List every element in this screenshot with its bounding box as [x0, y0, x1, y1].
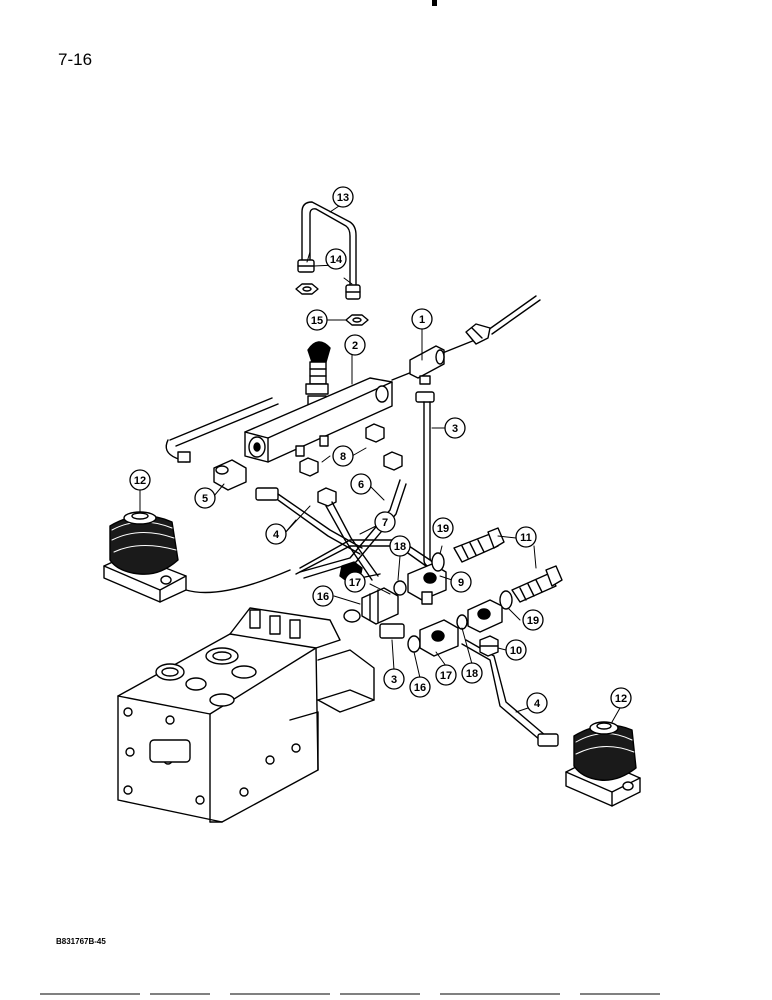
callout-12-left-circle: [129, 469, 151, 491]
callout-12-right: 12: [615, 693, 627, 705]
callout-12-right-circle: [610, 687, 632, 709]
callout-17-upper-circle: [344, 571, 366, 593]
fittings-8: [299, 423, 403, 507]
callout-4-left-circle: [265, 523, 287, 545]
left-brake-line: [165, 397, 279, 463]
elbow-5: [213, 459, 247, 491]
callout-8-circle: [332, 445, 354, 467]
callout-4-right-circle: [526, 692, 548, 714]
callout-5-circle: [194, 487, 216, 509]
callout-circles: [129, 186, 632, 714]
callout-15: 15: [311, 315, 323, 327]
callout-8: 8: [340, 451, 346, 463]
callout-16-upper-circle: [312, 585, 334, 607]
callout-11: 11: [520, 532, 532, 544]
o-rings-19: [431, 552, 513, 610]
tube-3-upper: [415, 391, 437, 569]
callout-6: 6: [358, 479, 364, 491]
callout-13-circle: [332, 186, 354, 208]
callout-2: 2: [352, 340, 358, 352]
tube-4-lower: [461, 639, 559, 747]
fittings-11: [453, 527, 563, 603]
callout-14-circle: [325, 248, 347, 270]
callout-10-circle: [505, 639, 527, 661]
callout-19-lower: 19: [527, 615, 539, 627]
callout-2-circle: [344, 334, 366, 356]
callout-19-upper: 19: [437, 523, 449, 535]
callout-1-circle: [411, 308, 433, 330]
callout-19-upper-circle: [432, 517, 454, 539]
callout-3-lower-circle: [383, 668, 405, 690]
callout-9-circle: [450, 571, 472, 593]
callout-13: 13: [337, 192, 349, 204]
callout-10: 10: [510, 645, 522, 657]
brake-cylinder-left-12: [103, 511, 291, 603]
callout-17-lower: 17: [440, 670, 452, 682]
callout-7-circle: [374, 511, 396, 533]
figure-code: B831767B-45: [56, 937, 106, 946]
callout-18-lower-circle: [461, 662, 483, 684]
callout-18-lower: 18: [466, 668, 478, 680]
callout-16-upper: 16: [317, 591, 329, 603]
tubes-4-6-7: [255, 479, 431, 583]
callout-4-right: 4: [534, 698, 541, 710]
callout-11-circle: [515, 526, 537, 548]
callout-1: 1: [419, 314, 425, 326]
callout-7: 7: [382, 517, 388, 529]
supply-line: [391, 295, 541, 381]
brake-valve-2: [244, 341, 393, 463]
brake-cylinder-right-12: [565, 721, 641, 807]
callout-19-lower-circle: [522, 609, 544, 631]
callout-18-upper-circle: [389, 535, 411, 557]
page-number: 7-16: [58, 50, 93, 69]
callout-5: 5: [202, 493, 208, 505]
callout-17-upper: 17: [349, 577, 361, 589]
callout-15-circle: [306, 309, 328, 331]
callout-17-lower-circle: [435, 664, 457, 686]
callout-3-upper-circle: [444, 417, 466, 439]
callout-6-circle: [350, 473, 372, 495]
callout-14: 14: [330, 254, 343, 266]
tube-13: [295, 201, 369, 326]
callout-3-upper: 3: [452, 423, 458, 435]
callout-9: 9: [458, 577, 464, 589]
leader-lines: [139, 205, 621, 723]
callout-4-left: 4: [273, 529, 280, 541]
tee-fitting-1: [409, 345, 445, 385]
control-valve-bank: [117, 607, 375, 823]
callout-18-upper: 18: [394, 541, 406, 553]
callout-16-lower-circle: [409, 676, 431, 698]
callout-16-lower: 16: [414, 682, 426, 694]
callout-3-lower: 3: [391, 674, 397, 686]
callout-12-left: 12: [134, 475, 146, 487]
